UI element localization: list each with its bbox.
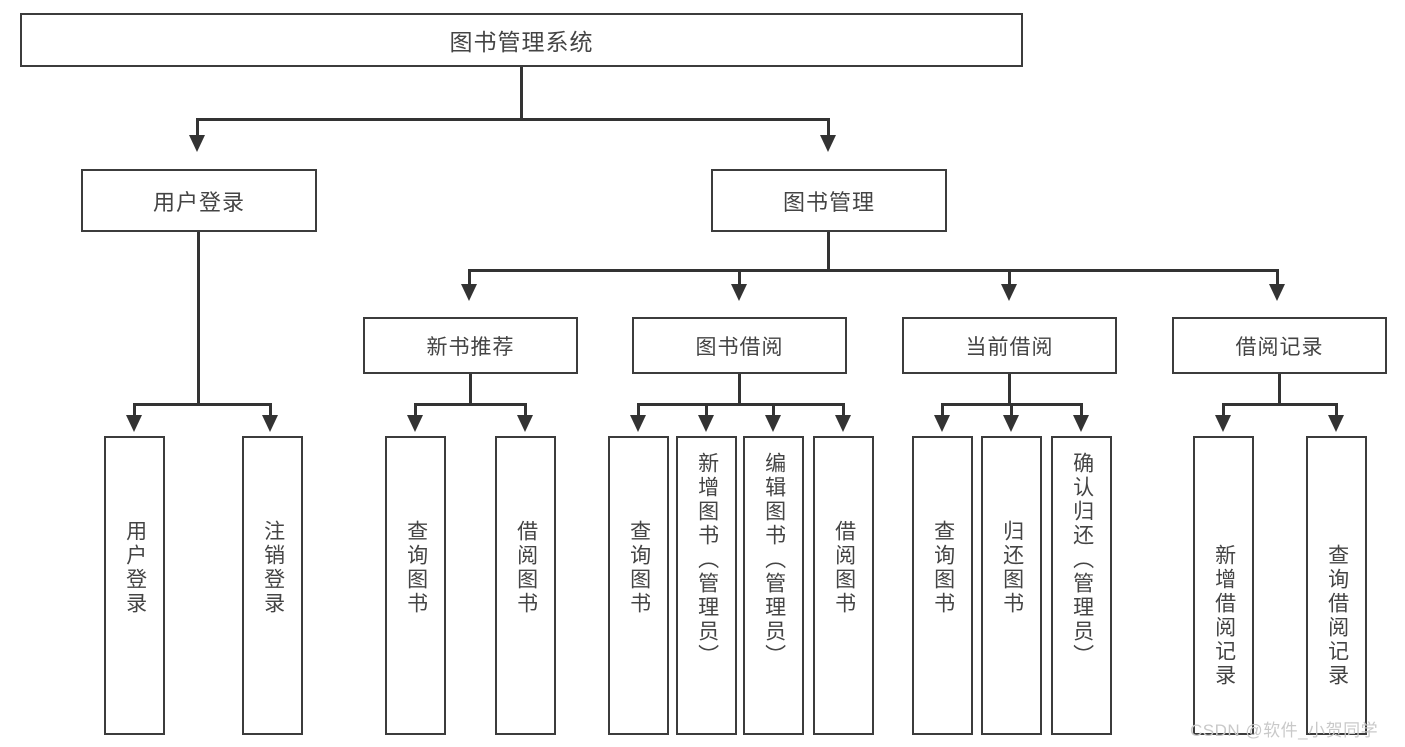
leaf-add-borrow-record[interactable]: 新增借阅记录 <box>1193 436 1254 735</box>
connector-user-login-stem <box>197 232 200 405</box>
node-label: 借阅图书 <box>832 520 856 616</box>
connector-borrow-record-bus <box>1222 403 1338 406</box>
node-label: 当前借阅 <box>965 335 1054 359</box>
node-label: 用户登录 <box>123 520 147 616</box>
node-label: 查询图书 <box>931 520 955 616</box>
arrow-to-leaf-borrow-book-a <box>517 415 533 432</box>
connector-level3-drop-4 <box>1276 269 1279 287</box>
connector-level3-drop-2 <box>738 269 741 287</box>
leaf-add-book-admin[interactable]: 新增图书（管理员） <box>676 436 737 735</box>
leaf-logout[interactable]: 注销登录 <box>242 436 303 735</box>
node-label: 图书借阅 <box>695 335 784 359</box>
connector-borrow-record-stem <box>1278 374 1281 405</box>
arrow-to-leaf-borrow-book-b <box>835 415 851 432</box>
connector-root-stem <box>520 67 523 119</box>
node-label: 查询图书 <box>404 520 428 616</box>
node-label: 用户登录 <box>152 189 245 215</box>
node-label: 新增图书（管理员） <box>695 452 719 668</box>
node-book-borrow[interactable]: 图书借阅 <box>632 317 847 374</box>
arrow-to-leaf-query-book-c <box>934 415 950 432</box>
connector-level3-drop-1 <box>468 269 471 287</box>
connector-new-book-drop-1 <box>414 403 417 418</box>
node-current-borrow[interactable]: 当前借阅 <box>902 317 1117 374</box>
node-label: 确认归还（管理员） <box>1070 452 1094 668</box>
arrow-to-leaf-query-book-b <box>630 415 646 432</box>
connector-current-borrow-drop-3 <box>1080 403 1083 418</box>
arrow-to-book-management <box>820 135 836 152</box>
connector-new-book-bus <box>414 403 527 406</box>
leaf-confirm-return-admin[interactable]: 确认归还（管理员） <box>1051 436 1112 735</box>
arrow-to-new-book-recommend <box>461 284 477 301</box>
node-root-book-management-system[interactable]: 图书管理系统 <box>20 13 1023 67</box>
arrow-to-leaf-query-book-a <box>407 415 423 432</box>
connector-level1-drop-left <box>196 118 199 138</box>
connector-user-login-drop-2 <box>269 403 272 418</box>
node-new-book-recommend[interactable]: 新书推荐 <box>363 317 578 374</box>
connector-book-borrow-drop-2 <box>705 403 708 418</box>
leaf-borrow-book-recommend[interactable]: 借阅图书 <box>495 436 556 735</box>
node-label: 借阅记录 <box>1235 335 1324 359</box>
connector-book-borrow-drop-4 <box>842 403 845 418</box>
leaf-borrow-book[interactable]: 借阅图书 <box>813 436 874 735</box>
connector-current-borrow-drop-2 <box>1010 403 1013 418</box>
connector-book-borrow-drop-1 <box>637 403 640 418</box>
csdn-watermark: CSDN @软件_小贺同学 <box>1190 721 1379 740</box>
connector-book-management-stem <box>827 232 830 271</box>
connector-new-book-drop-2 <box>524 403 527 418</box>
connector-user-login-bus <box>133 403 272 406</box>
connector-level3-bus <box>468 269 1279 272</box>
node-label: 注销登录 <box>261 520 285 616</box>
leaf-return-book[interactable]: 归还图书 <box>981 436 1042 735</box>
arrow-to-leaf-add-book <box>698 415 714 432</box>
arrow-to-current-borrow <box>1001 284 1017 301</box>
node-borrow-record[interactable]: 借阅记录 <box>1172 317 1387 374</box>
node-label: 编辑图书（管理员） <box>762 452 786 668</box>
node-label: 借阅图书 <box>514 520 538 616</box>
arrow-to-leaf-add-record <box>1215 415 1231 432</box>
connector-user-login-drop-1 <box>133 403 136 418</box>
connector-level1-bus <box>196 118 830 121</box>
arrow-to-leaf-user-login <box>126 415 142 432</box>
leaf-query-borrow-record[interactable]: 查询借阅记录 <box>1306 436 1367 735</box>
connector-current-borrow-drop-1 <box>941 403 944 418</box>
arrow-to-leaf-edit-book <box>765 415 781 432</box>
leaf-query-book-recommend[interactable]: 查询图书 <box>385 436 446 735</box>
node-label: 查询借阅记录 <box>1325 544 1349 688</box>
connector-new-book-stem <box>469 374 472 405</box>
connector-level3-drop-3 <box>1008 269 1011 287</box>
leaf-user-login[interactable]: 用户登录 <box>104 436 165 735</box>
arrow-to-book-borrow <box>731 284 747 301</box>
node-label: 查询图书 <box>627 520 651 616</box>
node-label: 图书管理系统 <box>449 29 594 55</box>
connector-book-borrow-drop-3 <box>772 403 775 418</box>
arrow-to-leaf-return-book <box>1003 415 1019 432</box>
connector-level1-drop-right <box>827 118 830 138</box>
arrow-to-leaf-query-record <box>1328 415 1344 432</box>
leaf-query-book-current[interactable]: 查询图书 <box>912 436 973 735</box>
connector-book-borrow-stem <box>738 374 741 405</box>
node-label: 归还图书 <box>1000 520 1024 616</box>
leaf-edit-book-admin[interactable]: 编辑图书（管理员） <box>743 436 804 735</box>
arrow-to-user-login <box>189 135 205 152</box>
arrow-to-leaf-confirm-return <box>1073 415 1089 432</box>
node-book-management[interactable]: 图书管理 <box>711 169 947 232</box>
arrow-to-borrow-record <box>1269 284 1285 301</box>
connector-borrow-record-drop-2 <box>1335 403 1338 418</box>
connector-book-borrow-bus <box>637 403 845 406</box>
connector-borrow-record-drop-1 <box>1222 403 1225 418</box>
node-label: 新书推荐 <box>426 335 515 359</box>
node-user-login[interactable]: 用户登录 <box>81 169 317 232</box>
connector-current-borrow-stem <box>1008 374 1011 405</box>
node-label: 新增借阅记录 <box>1212 544 1236 688</box>
arrow-to-leaf-logout <box>262 415 278 432</box>
node-label: 图书管理 <box>782 189 875 215</box>
leaf-query-book-borrow[interactable]: 查询图书 <box>608 436 669 735</box>
